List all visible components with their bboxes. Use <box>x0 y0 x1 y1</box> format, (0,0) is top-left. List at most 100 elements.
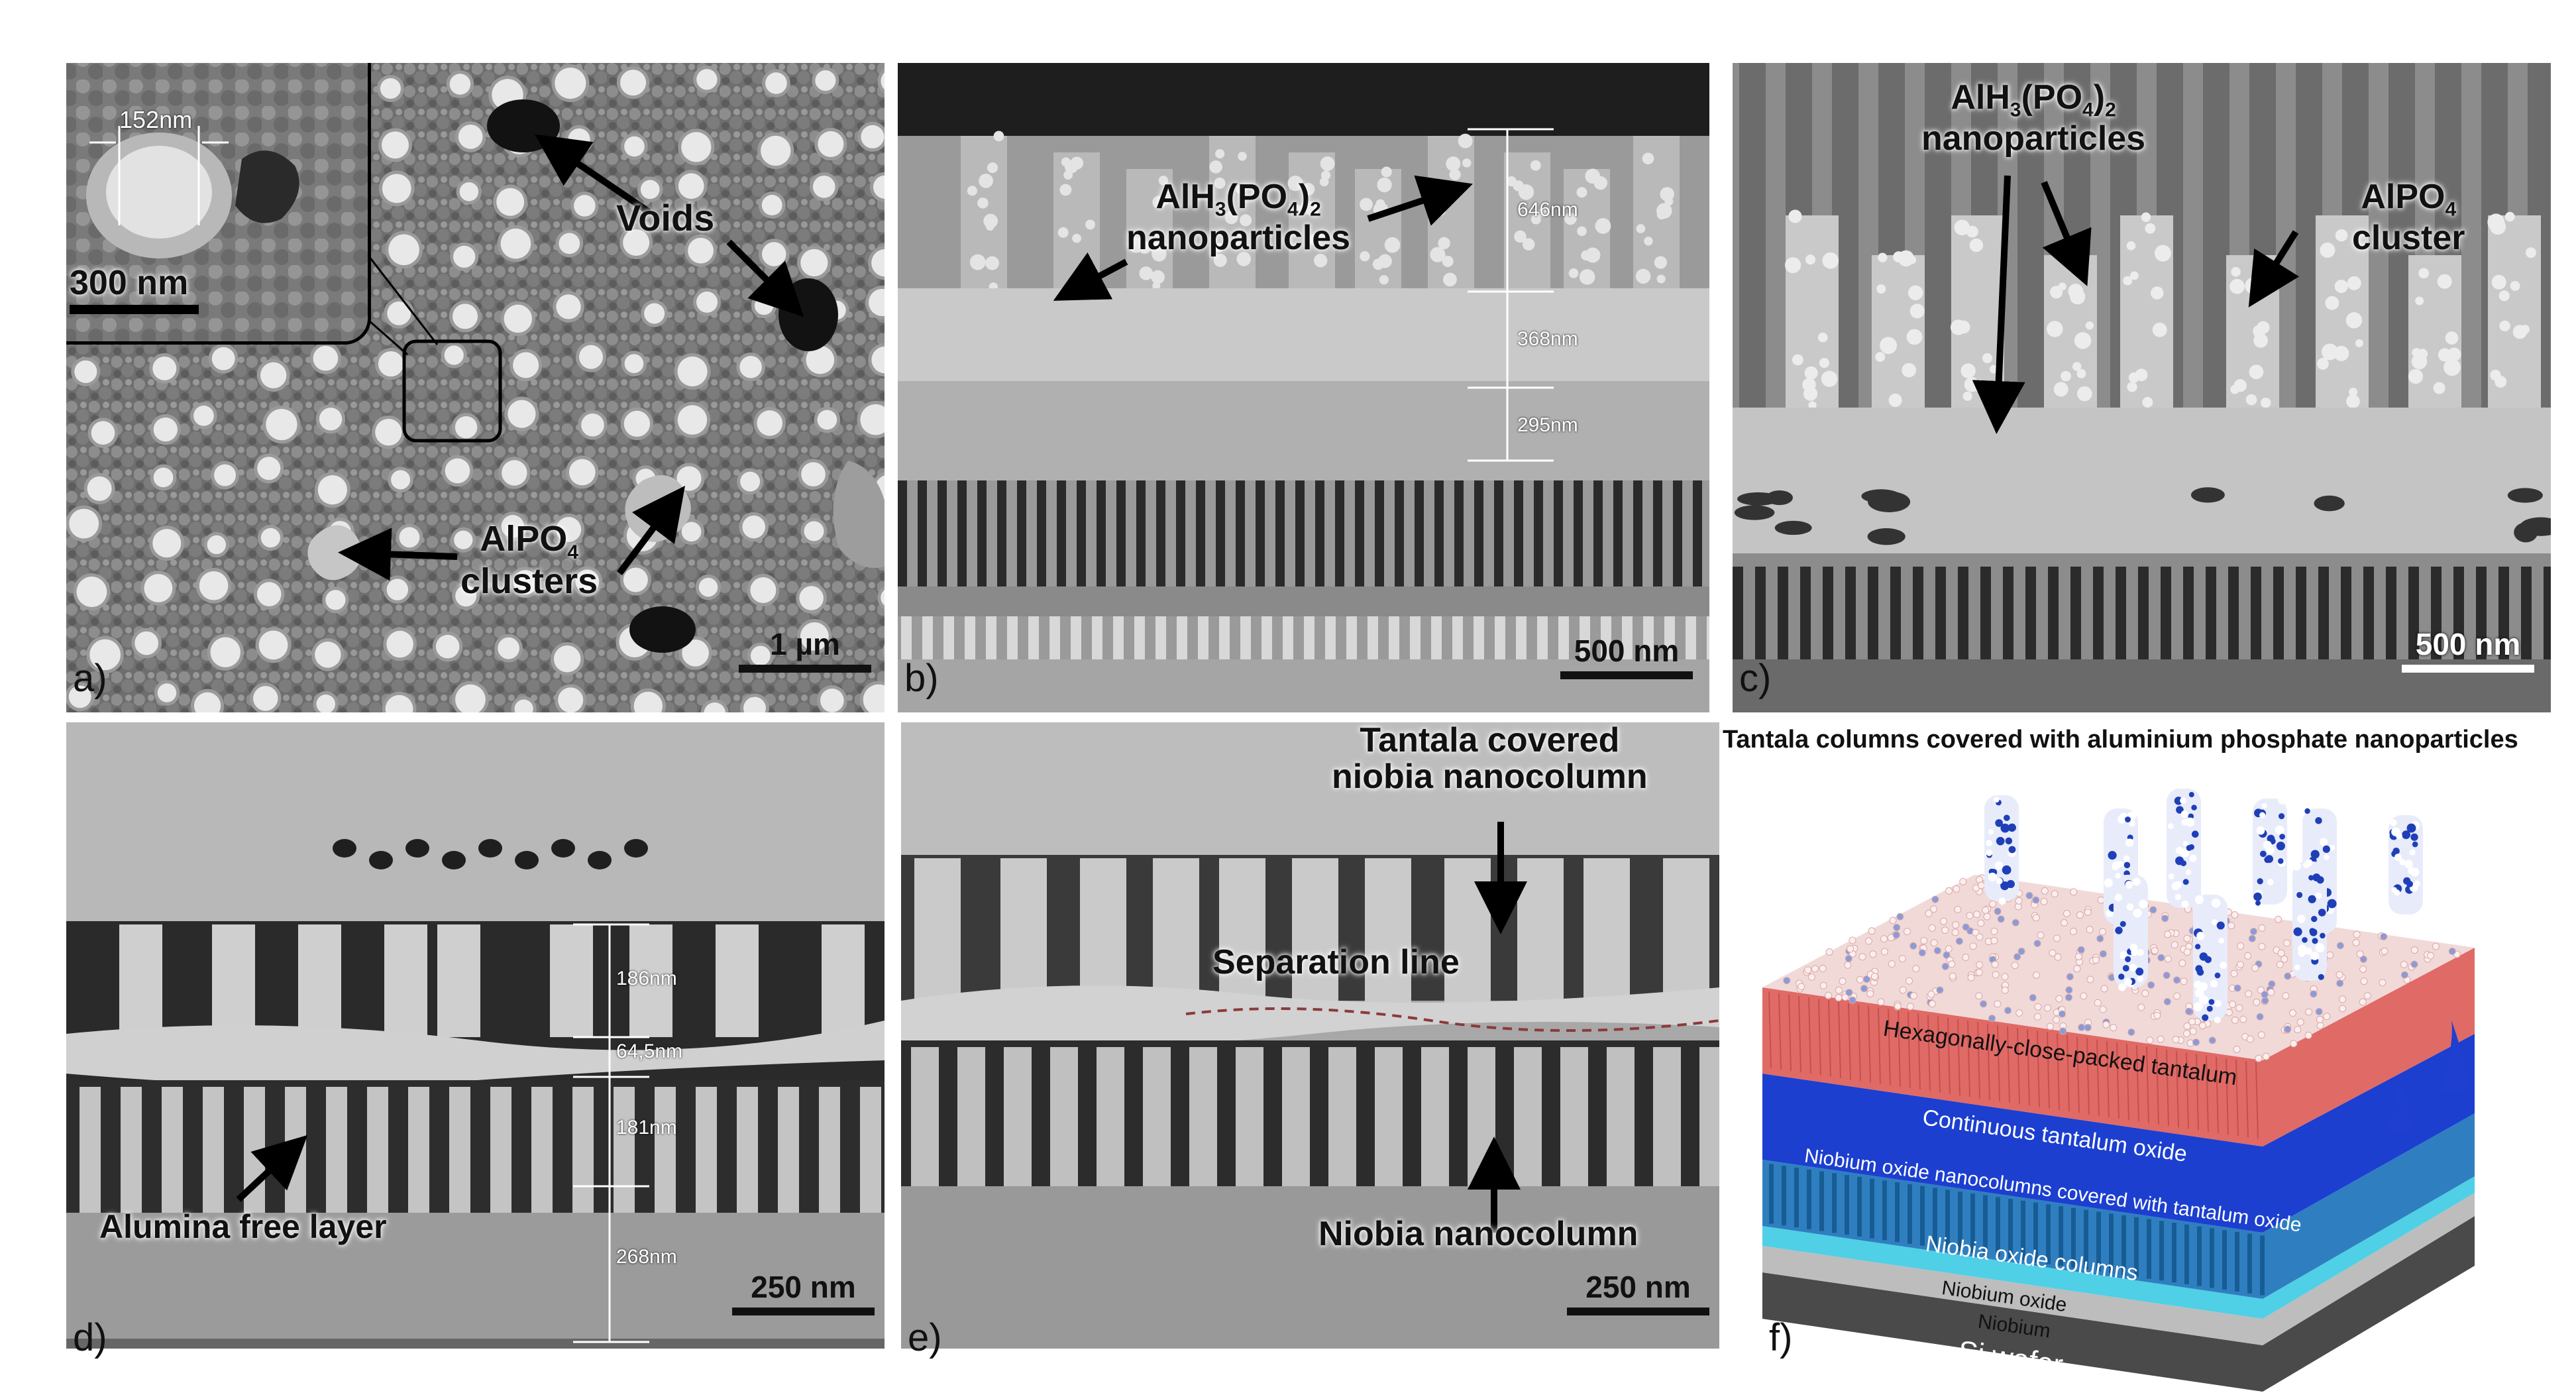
surface-nanoparticle <box>2244 952 2252 960</box>
formula-sub: 4 <box>1287 198 1299 221</box>
nanocolumn-stripe <box>997 480 1006 586</box>
surface-nanoparticle <box>2359 966 2367 974</box>
column-nanoparticle <box>2278 858 2284 864</box>
alpo4-dot <box>459 182 479 201</box>
nanocolumn-stripe <box>2003 567 2013 659</box>
surface-nanoparticle <box>1909 942 1917 950</box>
surface-nanoparticle <box>2074 952 2082 960</box>
surface-nanoparticle <box>2380 932 2388 940</box>
tantalum-wave <box>1868 1006 1871 1083</box>
surface-nanoparticle <box>2001 986 2009 994</box>
column-nanoparticle <box>2399 859 2406 865</box>
background-column <box>2017 63 2044 408</box>
nanocolumn-stripe <box>1256 480 1265 586</box>
surface-nanoparticle <box>1941 962 1949 970</box>
surface-nanoparticle <box>2427 952 2435 960</box>
niobia-column-stripe <box>1807 1169 1811 1229</box>
separation-line-label: Separation line <box>1212 943 1460 981</box>
upper-column <box>629 924 672 1037</box>
niobia-stripe <box>1240 616 1251 659</box>
column-nanoparticle <box>2168 873 2174 880</box>
column-nanoparticle <box>2120 951 2127 958</box>
inset-measure: 152nm <box>119 106 193 133</box>
alpo4-dot <box>193 692 221 712</box>
alpo4-dot <box>152 357 177 380</box>
alpo4-dot <box>513 352 539 378</box>
surface-nanoparticle <box>1889 917 1897 924</box>
column-nanoparticle <box>2139 899 2148 909</box>
tantalum-wave <box>1858 1005 1861 1082</box>
tantala-column <box>1504 152 1550 288</box>
surface-nanoparticle <box>1905 977 1913 985</box>
surface-nanoparticle <box>1933 946 1941 954</box>
formula-close: ) <box>1298 178 1311 216</box>
nanoparticle <box>1305 201 1320 216</box>
niobia-column <box>911 1047 939 1190</box>
surface-nanoparticle <box>1994 907 2002 915</box>
tantalum-wave <box>1788 994 1792 1071</box>
alpo4-dot <box>704 702 725 712</box>
tantalum-wave <box>2116 1042 2120 1119</box>
niobia-stripe <box>1325 616 1336 659</box>
tantalum-wave <box>2136 1045 2139 1122</box>
surface-nanoparticle <box>2323 1013 2331 1021</box>
nanocolumn-stripe <box>2521 567 2532 659</box>
alpo4-dot <box>144 574 173 602</box>
niobia-column <box>1097 1047 1124 1190</box>
surface-nanoparticle <box>2248 934 2256 942</box>
alpo4-dot <box>87 476 112 501</box>
nanocolumn-stripe <box>1017 480 1026 586</box>
surface-nanoparticle <box>2049 949 2057 957</box>
surface-nanoparticle <box>2239 1015 2247 1023</box>
surface-nanoparticle <box>2231 1016 2239 1024</box>
nanoparticle <box>2047 321 2063 337</box>
nanocolumn-stripe <box>1980 567 1991 659</box>
column-nanoparticle <box>2182 841 2188 847</box>
nanocolumn-stripe <box>1593 480 1603 586</box>
panel-c-cluster-label: AlPO4 cluster <box>2352 179 2465 256</box>
nanoparticle <box>2053 382 2068 397</box>
nanoparticle <box>987 162 998 174</box>
niobia-column <box>1004 1047 1032 1190</box>
column-nanoparticle <box>2120 920 2126 927</box>
panel-d-measure-3: 181nm <box>616 1117 677 1139</box>
column-nanoparticle <box>2000 823 2010 833</box>
nanocolumn-stripe <box>2116 567 2126 659</box>
alumina-free-layer-label: Alumina free layer <box>99 1208 387 1245</box>
nanoparticle <box>1817 332 1828 343</box>
panel-d-arrows <box>236 1135 308 1202</box>
niobia-column-stripe <box>2046 1204 2051 1264</box>
tantalum-wave <box>2166 1049 2169 1126</box>
column-nanoparticle <box>2327 899 2337 909</box>
column-nanoparticle <box>2220 962 2227 969</box>
niobia-column-stripe <box>2210 1228 2214 1288</box>
surface-nanoparticle <box>1930 939 1938 947</box>
alpo4-dot <box>76 577 107 607</box>
surface-nanoparticle <box>2096 934 2104 942</box>
surface-nanoparticle <box>1845 955 1852 963</box>
surface-nanoparticle <box>2339 995 2347 1003</box>
alpo4-dot <box>765 72 787 94</box>
tantalum-wave <box>2007 1026 2010 1103</box>
pore <box>333 839 356 858</box>
column-nanoparticle <box>2137 975 2144 982</box>
tantalum-wave <box>1778 993 1782 1070</box>
alpo4-dot <box>260 362 287 388</box>
alpo4-dot <box>319 408 343 431</box>
nanoparticle <box>2437 274 2452 289</box>
nanocolumn-stripe <box>1415 480 1424 586</box>
nanoparticle <box>1320 170 1331 180</box>
nanoparticle <box>1635 268 1651 284</box>
nanoparticle <box>1808 401 1817 410</box>
column-nanoparticle <box>2129 964 2137 972</box>
column-nanoparticle <box>1996 877 2003 885</box>
surface-nanoparticle <box>2410 946 2418 954</box>
surface-nanoparticle <box>1982 907 1990 915</box>
panel-e-scalebar: 250 nm <box>1567 1269 1709 1315</box>
niobia-stripe <box>943 616 954 659</box>
lower-column <box>326 1087 347 1213</box>
nanoparticle <box>2085 321 2094 330</box>
alpo4-dot <box>211 347 235 370</box>
surface-nanoparticle <box>2046 1023 2054 1031</box>
pore <box>2190 487 2225 503</box>
